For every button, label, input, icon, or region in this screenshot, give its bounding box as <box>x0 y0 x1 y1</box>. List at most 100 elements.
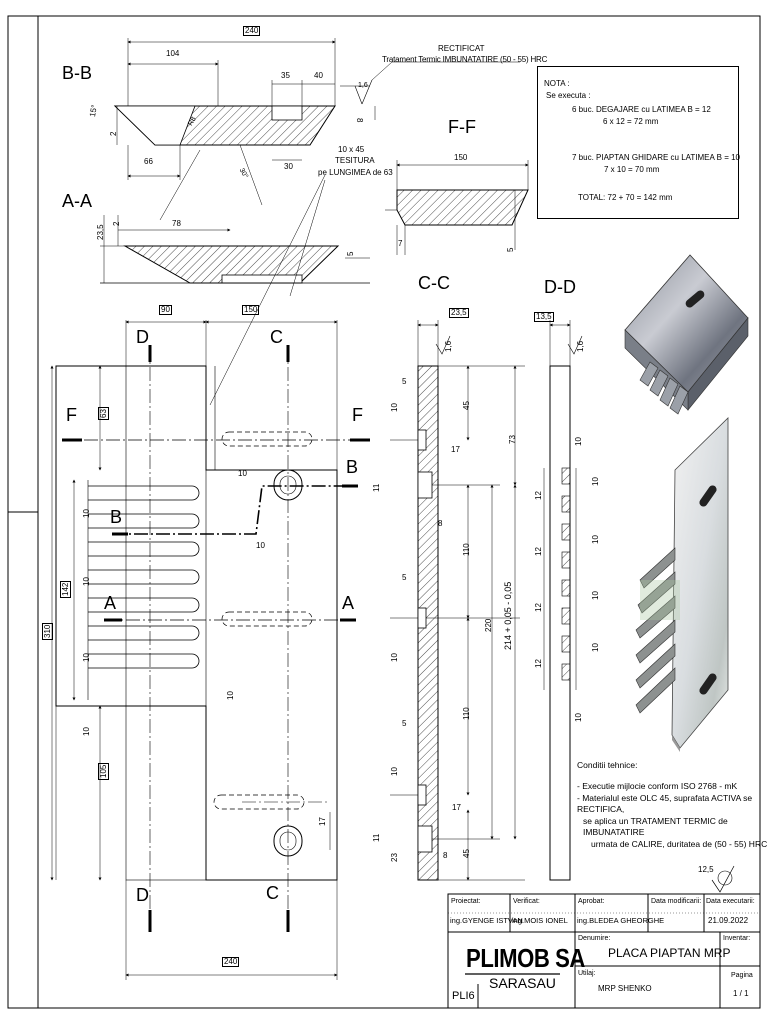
bb-dim-40: 40 <box>314 71 323 80</box>
main-dim-10c: 10 <box>82 509 91 518</box>
aa-dim-235: 23,5 <box>96 224 105 240</box>
cc-dim-8a: 8 <box>438 519 443 528</box>
dd-dim-10-2: 10 <box>591 477 600 486</box>
nota-line-4: 7 buc. PIAPTAN GHIDARE cu LATIMEA B = 10 <box>572 153 740 162</box>
aa-dim-2: 2 <box>112 221 121 226</box>
dd-dim-10-6: 10 <box>574 713 583 722</box>
tb-utilaj-label: Utilaj: <box>578 970 596 977</box>
main-dim-10b: 10 <box>256 541 265 550</box>
tb-proiectat-label: Proiectat: <box>451 898 481 905</box>
cc-dim-8b: 8 <box>443 851 448 860</box>
section-bb <box>113 38 520 206</box>
main-dim-10d: 10 <box>82 577 91 586</box>
company-name: PLIMOB SA <box>466 943 585 973</box>
cc-dim-73: 73 <box>508 435 517 444</box>
cc-dim-11a: 11 <box>372 483 381 492</box>
main-view <box>50 174 370 980</box>
dd-dim-10-4: 10 <box>591 591 600 600</box>
dd-dim-12-3: 12 <box>534 603 543 612</box>
dd-dim-10-1: 10 <box>574 437 583 446</box>
dd-dim-12-4: 12 <box>534 659 543 668</box>
condition-1: - Executie mijlocie conform ISO 2768 - m… <box>577 781 738 792</box>
dd-dim-10-3: 10 <box>591 535 600 544</box>
cc-dim-10c: 10 <box>390 767 399 776</box>
tb-inventar-label: Inventar: <box>723 935 751 942</box>
tesitura-l1: 10 x 45 <box>338 145 365 154</box>
bb-rectificat: RECTIFICAT <box>438 44 485 53</box>
dd-dim-12-2: 12 <box>534 547 543 556</box>
marker-d-bottom: D <box>136 885 149 905</box>
bb-dim-240: 240 <box>243 26 261 36</box>
bb-dim-30: 30 <box>284 162 293 171</box>
ff-dim-150: 150 <box>454 153 468 162</box>
nota-line-2: 6 buc. DEGAJARE cu LATIMEA B = 12 <box>572 105 711 114</box>
bb-roughness: 1,6 <box>358 82 368 89</box>
main-dim-142: 142 <box>60 580 71 598</box>
marker-f-right: F <box>352 405 363 425</box>
cc-dim-45a: 45 <box>462 401 471 410</box>
cc-dim-5a: 5 <box>402 377 407 386</box>
bb-dim-66: 66 <box>144 157 153 166</box>
bb-dim-8: 8 <box>355 118 364 123</box>
dd-roughness: 1,6 <box>576 340 585 352</box>
aa-dim-78: 78 <box>172 219 181 228</box>
nota-line-1: Se executa : <box>546 91 591 100</box>
render-top <box>624 254 749 415</box>
main-dim-10e: 10 <box>82 653 91 662</box>
bb-dim-104: 104 <box>166 49 180 58</box>
cc-dim-5c: 5 <box>402 719 407 728</box>
marker-c-bottom: C <box>266 883 279 903</box>
cc-dim-10b: 10 <box>390 653 399 662</box>
tb-verificat-label: Verificat: <box>513 898 540 905</box>
marker-f-left: F <box>66 405 77 425</box>
marker-b-right: B <box>346 457 359 477</box>
condition-2: - Materialul este OLC 45, suprafata ACTI… <box>577 792 753 815</box>
tb-pagina-label: Pagina <box>731 972 753 979</box>
tb-data-exec-label: Data executarii: <box>706 898 755 905</box>
bb-dim-35: 35 <box>281 71 290 80</box>
render-bottom <box>635 417 729 752</box>
bb-dim-2: 2 <box>109 131 118 136</box>
tb-denumire: PLACA PIAPTAN MRP <box>608 946 731 960</box>
tb-aprobat: ing.BLEDEA GHEORGHE <box>577 916 665 925</box>
dd-dim-12-1: 12 <box>534 491 543 500</box>
marker-a-left: A <box>104 593 117 613</box>
section-title-aa: A-A <box>62 191 93 211</box>
comb-teeth <box>88 485 200 669</box>
tb-data-exec: 21.09.2022 <box>708 916 749 925</box>
ff-dim-5: 5 <box>506 247 515 252</box>
marker-c-top: C <box>270 327 283 347</box>
technical-conditions: Conditii tehnice: - Executie mijlocie co… <box>577 760 768 850</box>
cc-dim-17a: 17 <box>451 445 460 454</box>
tb-data-mod-label: Data modificarii: <box>651 898 702 905</box>
drawing-code: PLI6 <box>452 990 475 1002</box>
cc-dim-235: 23,5 <box>449 308 469 318</box>
tb-aprobat-label: Aprobat: <box>578 898 605 905</box>
main-dim-10f: 10 <box>82 727 91 736</box>
cc-dim-5b: 5 <box>402 573 407 582</box>
title-block <box>447 893 761 1009</box>
tb-pagina: 1 / 1 <box>733 989 749 998</box>
cc-roughness: 1,6 <box>444 340 453 352</box>
section-title-dd: D-D <box>544 277 576 297</box>
section-ff <box>385 160 529 255</box>
marker-a-right: A <box>342 593 355 613</box>
tb-denumire-label: Denumire: <box>578 935 611 942</box>
main-dim-10a: 10 <box>238 469 247 478</box>
nota-title: NOTA : <box>544 79 570 88</box>
condition-4: urmata de CALIRE, duritatea de (50 - 55)… <box>591 838 768 849</box>
main-dim-150: 150 <box>242 305 260 315</box>
section-title-ff: F-F <box>448 117 476 137</box>
tb-utilaj: MRP SHENKO <box>598 984 652 993</box>
aa-dim-5: 5 <box>346 251 355 256</box>
bb-treatment: Tratament Termic IMBUNATATIRE (50 - 55) … <box>382 55 548 64</box>
conditions-title: Conditii tehnice: <box>577 760 638 770</box>
roughness-value: 12,5 <box>698 865 714 874</box>
main-dim-310: 310 <box>42 622 53 640</box>
nota-line-5: 7 x 10 = 70 mm <box>604 165 660 174</box>
cc-dim-110a: 110 <box>462 543 471 556</box>
condition-3: se aplica un TRATAMENT TERMIC de IMBUNAT… <box>583 815 728 838</box>
tb-verificat: ing.MOIS IONEL <box>512 916 568 925</box>
marker-b-left: B <box>110 507 123 527</box>
